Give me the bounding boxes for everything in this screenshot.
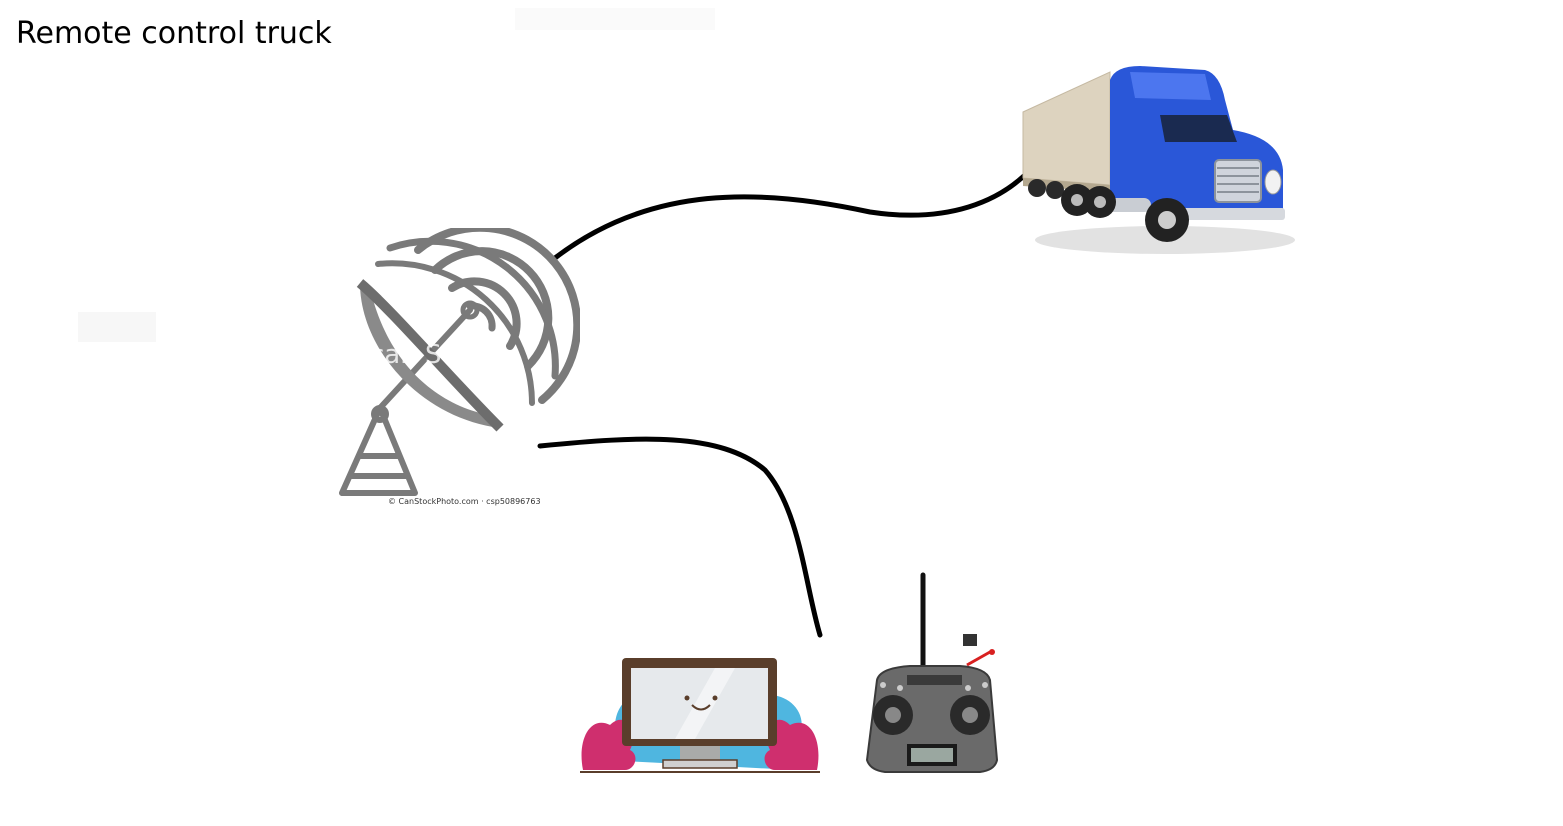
satellite-dish-icon: can Stock <box>339 228 580 496</box>
rc-controller-icon <box>865 572 999 773</box>
faded-artifact <box>515 8 715 30</box>
dish-watermark: can Stock <box>370 340 497 370</box>
dish-credit: © CanStockPhoto.com · csp50896763 <box>388 497 541 506</box>
computer-monitor-icon <box>580 658 820 773</box>
page-title: Remote control truck <box>16 16 332 51</box>
link-dish-to-truck <box>552 169 1031 261</box>
faded-artifact <box>78 312 156 342</box>
link-dish-to-controller <box>537 436 823 638</box>
truck-icon <box>1022 66 1295 254</box>
